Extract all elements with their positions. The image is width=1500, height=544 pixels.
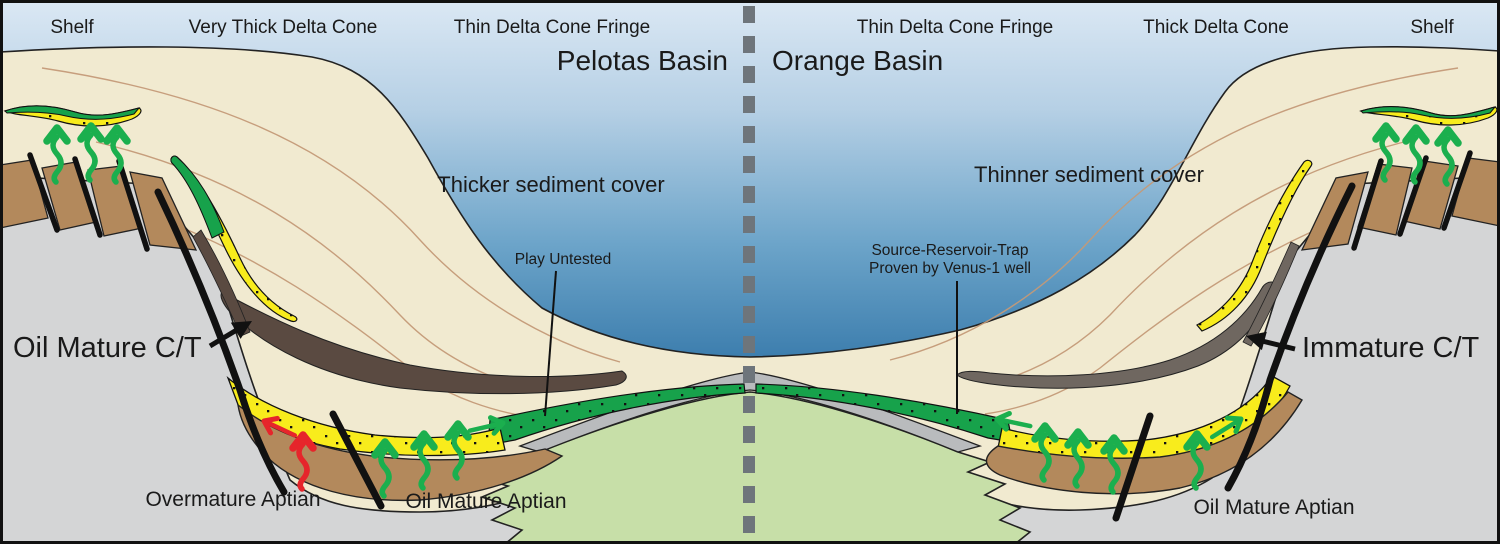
label-play-untested: Play Untested bbox=[515, 251, 612, 268]
label-venus-line1: Source-Reservoir-Trap bbox=[871, 242, 1028, 259]
zone-label-shelf-left: Shelf bbox=[50, 17, 94, 38]
label-oil-mature-aptian-left: Oil Mature Aptian bbox=[405, 490, 566, 513]
label-oil-mature-ct: Oil Mature C/T bbox=[13, 332, 202, 364]
label-thinner-sediment-cover: Thinner sediment cover bbox=[974, 162, 1204, 187]
fault-left-basin bbox=[329, 410, 385, 510]
slope-sliver-left bbox=[170, 155, 298, 323]
label-thicker-sediment-cover: Thicker sediment cover bbox=[437, 172, 664, 197]
fault-lines bbox=[27, 150, 1473, 522]
basin-label-pelotas: Pelotas Basin bbox=[557, 45, 728, 76]
ct-lens-immature bbox=[956, 281, 1277, 389]
fault-right-basin bbox=[1112, 412, 1154, 522]
zone-label-thin-fringe-right: Thin Delta Cone Fringe bbox=[857, 17, 1053, 38]
leader-lines bbox=[208, 270, 1296, 417]
slope-sliver-gray-right bbox=[1242, 241, 1300, 347]
play-untested-leader bbox=[544, 270, 557, 417]
oil-mature-ct-arrow bbox=[208, 325, 242, 349]
zone-label-shelf-right: Shelf bbox=[1410, 17, 1454, 38]
immature-ct-arrow bbox=[1261, 338, 1296, 352]
zone-label-thin-fringe-left: Thin Delta Cone Fringe bbox=[454, 17, 650, 38]
bedding-contour-lines bbox=[41, 67, 1459, 419]
ct-lens-oil-mature bbox=[220, 291, 627, 395]
label-venus-line2: Proven by Venus-1 well bbox=[869, 260, 1031, 277]
main-fault-right bbox=[1224, 182, 1356, 492]
sediment-body bbox=[0, 46, 1500, 544]
zone-label-very-thick-delta-cone: Very Thick Delta Cone bbox=[189, 17, 378, 38]
label-oil-mature-aptian-right: Oil Mature Aptian bbox=[1193, 496, 1354, 519]
label-immature-ct: Immature C/T bbox=[1302, 332, 1480, 364]
label-overmature-aptian: Overmature Aptian bbox=[145, 488, 320, 511]
main-fault-left bbox=[154, 188, 288, 496]
basin-label-orange: Orange Basin bbox=[772, 45, 943, 76]
shelf-reservoir-lens-right bbox=[1360, 106, 1498, 126]
zone-label-thick-delta-cone: Thick Delta Cone bbox=[1143, 17, 1289, 38]
shelf-reservoir-lens-left bbox=[4, 105, 142, 127]
